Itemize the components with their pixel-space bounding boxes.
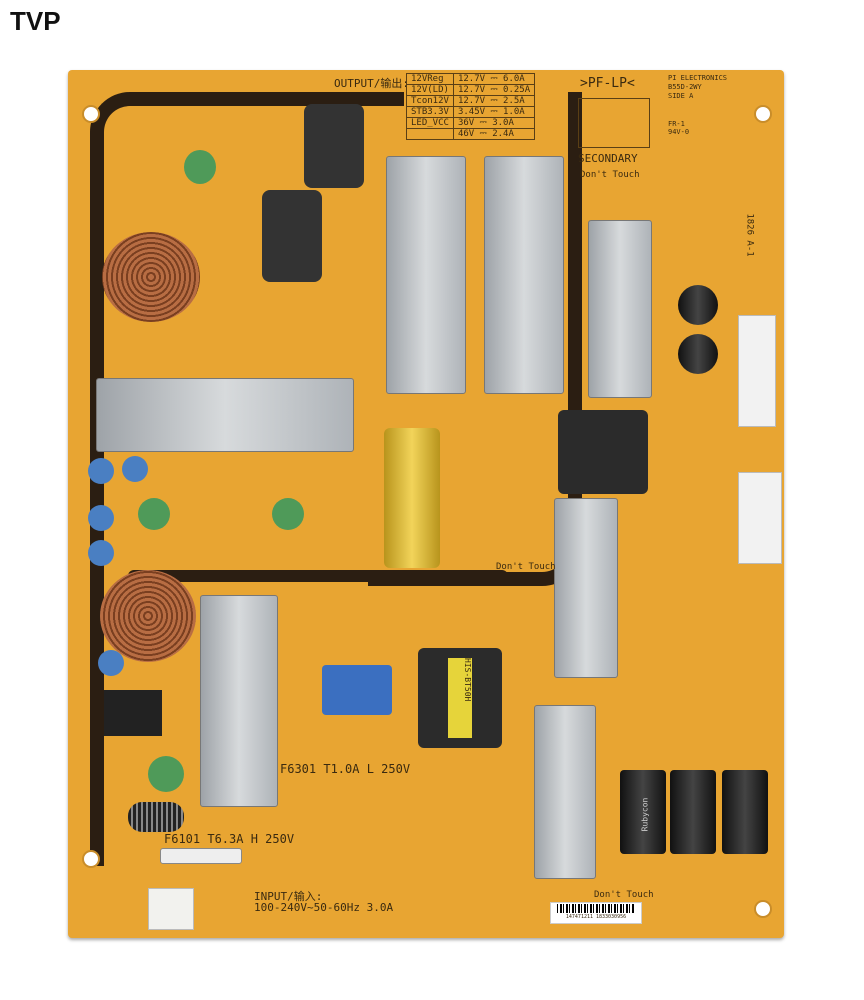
bulk-capacitor [384, 428, 440, 568]
output-connector [738, 472, 782, 564]
electrolytic-capacitor [678, 334, 718, 374]
rail-value: 12.7V ⎓ 6.0A [452, 73, 536, 85]
output-label: OUTPUT/输出: [334, 77, 409, 90]
heatsink [200, 595, 278, 807]
varistor [272, 498, 304, 530]
mounting-hole [82, 105, 100, 123]
rail-value: 46V ⎓ 2.4A [452, 128, 536, 140]
fuse [160, 848, 242, 864]
mounting-hole [754, 105, 772, 123]
electrolytic-capacitor [670, 770, 716, 854]
rail-value: 12.7V ⎓ 0.25A [452, 84, 536, 96]
rail-value: 12.7V ⎓ 2.5A [452, 95, 536, 107]
mounting-hole [754, 900, 772, 918]
warning-label: Don't Touch [496, 562, 556, 572]
date-code: 1826 A-1 [744, 213, 755, 257]
input-connector [148, 888, 194, 930]
y-capacitor [88, 505, 114, 531]
electrolytic-capacitor [620, 770, 666, 854]
toroid-inductor [102, 232, 200, 322]
warning-label: Don't Touch [580, 170, 640, 180]
transformer [262, 190, 322, 282]
y-capacitor [122, 456, 148, 482]
model-mark: >PF-LP< [580, 76, 635, 91]
electrolytic-capacitor [722, 770, 768, 854]
heatsink [484, 156, 564, 394]
output-connector [738, 315, 776, 427]
y-capacitor [98, 650, 124, 676]
side-label: SIDE A [668, 92, 694, 100]
rail-name: 12VReg [406, 73, 454, 85]
model-code: B55D-2WY [668, 83, 702, 91]
transformer [322, 665, 392, 715]
varistor [138, 498, 170, 530]
fuse-rating-f6101: F6101 T6.3A H 250V [164, 832, 295, 846]
main-transformer: HIS-BT50H [418, 648, 502, 748]
y-capacitor [88, 540, 114, 566]
secondary-label: SECONDARY [578, 152, 638, 165]
rail-value: 3.45V ⎓ 1.0A [452, 106, 536, 118]
transformer [304, 104, 364, 188]
warning-label: Don't Touch [594, 890, 654, 900]
toroid-inductor [100, 570, 196, 662]
v0-label: 94V-0 [668, 128, 690, 136]
capacitor-brand: Rubycon [640, 797, 650, 832]
y-capacitor [88, 458, 114, 484]
rail-name: Tcon12V [406, 95, 454, 107]
varistor [148, 756, 184, 792]
transformer [558, 410, 648, 494]
mounting-hole [82, 850, 100, 868]
heatsink [386, 156, 466, 394]
rail-name: 12V(LD) [406, 84, 454, 96]
relay [104, 690, 162, 736]
heatsink [534, 705, 596, 879]
heatsink [96, 378, 354, 452]
rail-name [406, 128, 454, 140]
fr-label: FR-1 [668, 120, 685, 128]
certification-block [578, 98, 650, 148]
input-label: INPUT/输入: [254, 890, 323, 903]
brand-logo: TVP [10, 6, 61, 36]
varistor [184, 150, 216, 184]
rail-name: STB3.3V [406, 106, 454, 118]
maker-label: PI ELECTRONICS [668, 74, 728, 82]
barcode [557, 904, 635, 913]
rail-value: 36V ⎓ 3.0A [452, 117, 536, 129]
heatsink [554, 498, 618, 678]
fuse-rating-f6301: F6301 T1.0A L 250V [280, 762, 411, 776]
inductor [128, 802, 184, 832]
rail-name: LED_VCC [406, 117, 454, 129]
input-spec: 100-240V~50-60Hz 3.0A [254, 901, 394, 914]
barcode-label: 147471211 1833030956 [550, 902, 642, 924]
electrolytic-capacitor [678, 285, 718, 325]
heatsink [588, 220, 652, 398]
